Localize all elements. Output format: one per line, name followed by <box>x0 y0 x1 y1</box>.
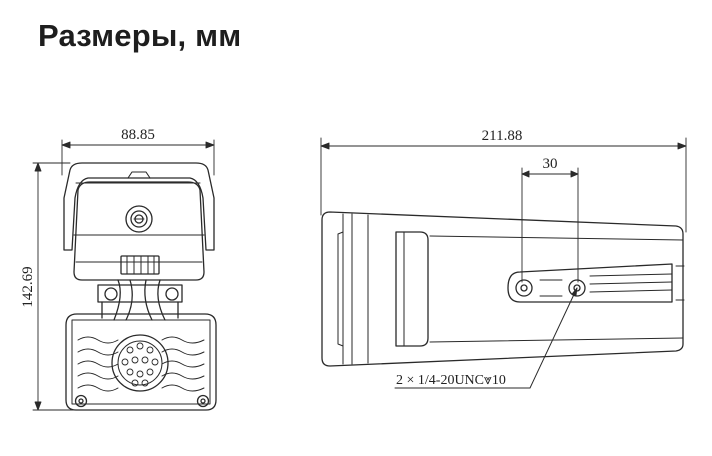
front-height-label: 142.69 <box>20 266 36 307</box>
front-view: 88.85 142.69 <box>20 127 217 411</box>
lens-ring <box>395 231 429 347</box>
page-title: Размеры, мм <box>38 18 242 53</box>
mount-hole-left-icon <box>515 279 533 297</box>
side-length-dimension <box>320 137 687 233</box>
side-view: 211.88 30 <box>320 128 687 389</box>
front-screw-icon <box>125 205 153 233</box>
front-width-dimension <box>61 139 215 176</box>
front-width-label: 88.85 <box>121 127 155 143</box>
side-length-label: 211.88 <box>482 128 523 144</box>
camera-housing <box>321 211 684 367</box>
mount-spacing-label: 30 <box>543 156 558 172</box>
bracket-neck <box>97 279 183 321</box>
thread-annotation: 2 × 1/4-20UNC⩔10 <box>396 373 506 388</box>
camera-body <box>73 181 205 281</box>
mount-base <box>65 313 217 411</box>
sunshield-hood <box>63 162 215 251</box>
mount-hole-right-icon <box>568 279 586 297</box>
mounting-slot <box>507 263 685 303</box>
front-height-dimension <box>32 162 76 411</box>
mount-spacing-dimension <box>521 167 579 283</box>
annotation-leader <box>394 287 578 389</box>
